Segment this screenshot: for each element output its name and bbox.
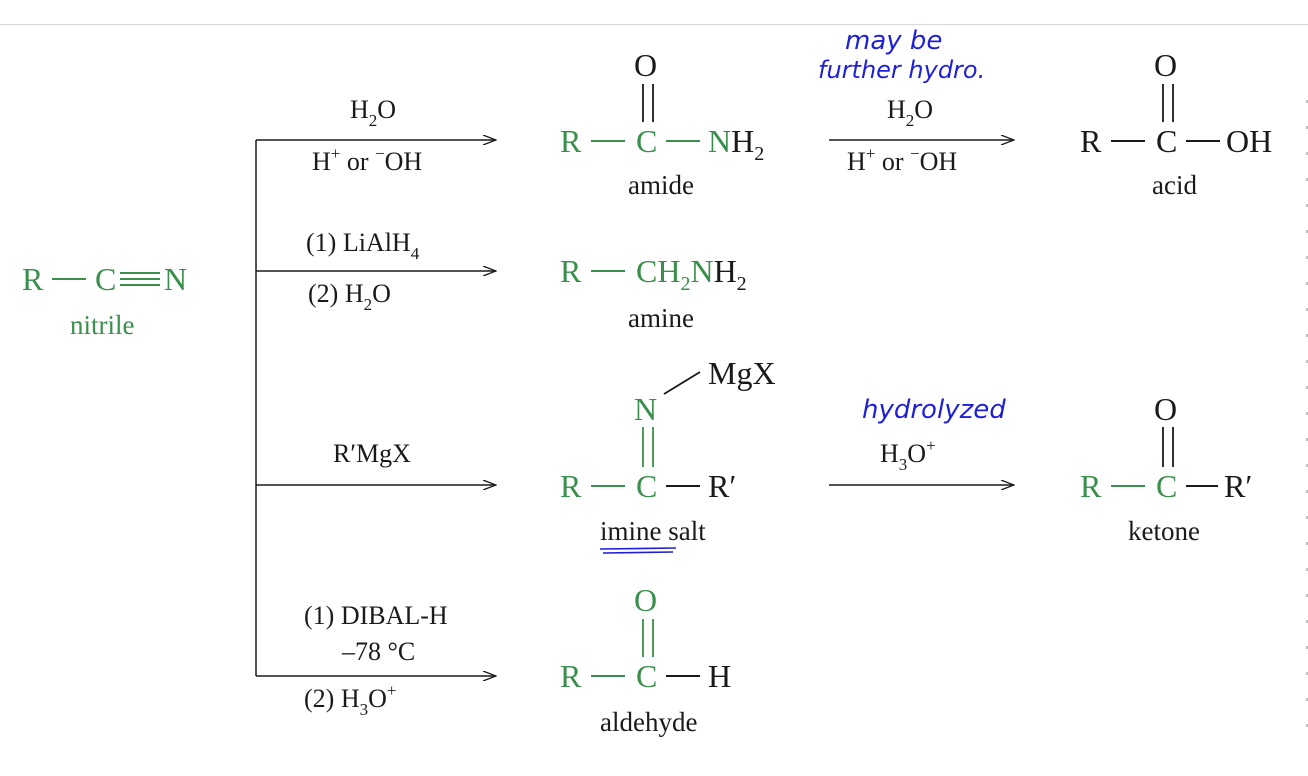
ketone-label: ketone [1128,516,1200,546]
amide-structure: O R C NH2 amide [560,47,764,200]
nitrile-r: R [22,261,44,297]
imine-nitrogen: N [634,391,657,427]
handwritten-notes: may be further hydro. hydrolyzed [818,26,1006,425]
svg-text:C: C [636,468,657,504]
right-edge-marks [1306,100,1308,740]
svg-text:C: C [1156,123,1177,159]
reagents-grignard: R′MgX [333,439,411,468]
reagents-reduction: (1) LiAlH4 (2) H2O [306,228,420,314]
svg-text:H2O: H2O [350,95,396,130]
svg-text:R: R [560,468,582,504]
svg-text:H+ or −OH: H+ or −OH [847,144,957,176]
svg-text:C: C [636,658,657,694]
svg-text:H: H [708,658,731,694]
svg-text:C: C [1156,468,1177,504]
branch-lines [255,140,1014,676]
top-divider [0,24,1308,25]
svg-text:R: R [1080,123,1102,159]
svg-text:R: R [1080,468,1102,504]
svg-text:(1) DIBAL-H: (1) DIBAL-H [304,601,448,630]
svg-text:R: R [560,658,582,694]
reagents-dibal: (1) DIBAL-H –78 °C (2) H3O+ [304,601,448,719]
mgx-group: MgX [708,355,776,391]
svg-text:R′: R′ [1224,468,1252,504]
triple-bond [120,272,160,286]
nitrile-n: N [164,261,187,297]
svg-text:R: R [560,123,582,159]
amine-structure: R CH2NH2 amine [560,253,747,333]
svg-text:(2) H2O: (2) H2O [308,279,391,314]
note-further-hydro: further hydro. [818,56,985,84]
svg-text:O: O [1154,391,1177,427]
svg-text:–78 °C: –78 °C [341,637,415,666]
svg-text:H3O+: H3O+ [880,436,936,474]
svg-text:(2) H3O+: (2) H3O+ [304,681,396,719]
svg-text:H2O: H2O [887,95,933,130]
amine-label: amine [628,303,694,333]
svg-text:OH: OH [1226,123,1272,159]
svg-text:CH2NH2: CH2NH2 [636,253,747,295]
reagents-hydrolysis: H2O H+ or −OH [312,95,422,176]
acid-structure: O R C OH acid [1080,47,1272,200]
nitrile-c: C [95,261,116,297]
imine-underline [599,547,677,554]
svg-text:R′: R′ [708,468,736,504]
nitrile-structure: R C N nitrile [22,261,187,340]
amide-label: amide [628,170,694,200]
svg-text:NH2: NH2 [708,123,764,165]
acid-label: acid [1152,170,1197,200]
note-may-be: may be [845,26,942,56]
reagents-acid-step: H2O H+ or −OH [847,95,957,176]
note-hydrolyzed: hydrolyzed [862,395,1006,425]
svg-text:R′MgX: R′MgX [333,439,411,468]
aldehyde-label: aldehyde [600,707,697,737]
svg-text:R: R [560,253,582,289]
svg-text:C: C [636,123,657,159]
svg-text:H+ or −OH: H+ or −OH [312,144,422,176]
reagents-ketone-step: H3O+ [880,436,936,474]
svg-text:O: O [634,582,657,618]
svg-text:O: O [1154,47,1177,83]
svg-text:(1) LiAlH4: (1) LiAlH4 [306,228,420,263]
nitrile-label: nitrile [70,310,134,340]
aldehyde-structure: O R C H aldehyde [560,582,731,737]
ketone-structure: O R C R′ ketone [1080,391,1252,546]
amide-oxygen: O [634,47,657,83]
imine-salt-label: imine salt [600,516,706,546]
imine-salt-structure: MgX N R C R′ imine salt [560,355,776,554]
